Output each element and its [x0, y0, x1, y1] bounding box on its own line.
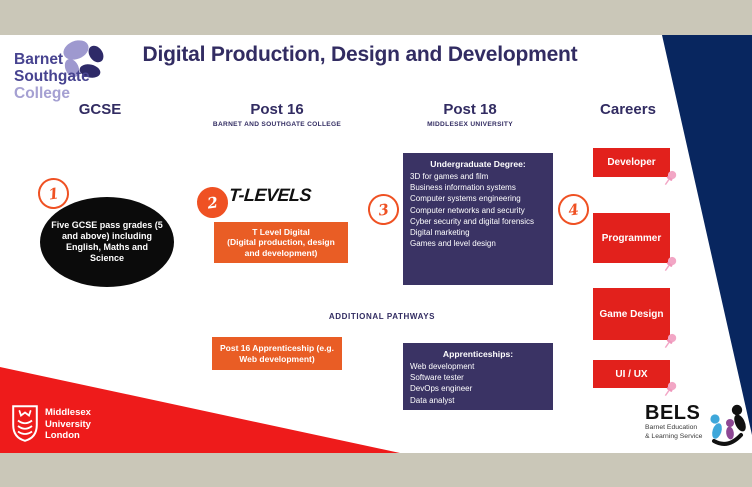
degree-item: Cyber security and digital forensics [410, 216, 535, 226]
barnet-southgate-logo: Barnet Southgate College [14, 51, 90, 102]
column-header-post18: Post 18 [443, 101, 497, 118]
t-level-box-line2: (Digital production, design and developm… [227, 237, 335, 258]
post16-apprenticeship-box: Post 16 Apprenticeship (e.g. Web develop… [212, 337, 342, 370]
gcse-requirement-text: Five GCSE pass grades (5 and above) incl… [51, 220, 163, 263]
barnet-southgate-butterfly-icon [52, 37, 110, 96]
bels-subtitle-line1: Barnet Education [645, 424, 698, 431]
logo-line-college: College [14, 85, 70, 102]
degree-item: Games and level design [410, 239, 496, 249]
column-subheader-post18: MIDDLESEX UNIVERSITY [427, 121, 513, 128]
step-3-badge: 3 [365, 191, 402, 228]
step-4-badge: 4 [555, 191, 592, 228]
step-2-badge: 2 [194, 184, 231, 221]
post16-apprenticeship-text: Post 16 Apprenticeship (e.g. Web develop… [220, 343, 334, 364]
degree-item: Computer systems engineering [410, 194, 521, 204]
t-levels-logo: T-LEVELS [228, 185, 312, 205]
apprenticeship-item: DevOps engineer [410, 384, 473, 394]
apprenticeship-item: Web development [410, 362, 475, 371]
career-label: Programmer [601, 232, 662, 244]
middlesex-logo-text: Middlesex University London [45, 405, 91, 442]
logo-line-southgate: Southgate [14, 68, 90, 85]
page-title: Digital Production, Design and Developme… [142, 43, 578, 66]
degree-item: 3D for games and film [410, 172, 489, 181]
middlesex-line1: Middlesex [45, 407, 91, 418]
additional-pathways-label: ADDITIONAL PATHWAYS [328, 312, 436, 321]
apprenticeship-item: Software tester [410, 373, 464, 383]
career-label: Developer [607, 157, 656, 168]
bels-subtitle-line2: & Learning Service [645, 432, 703, 440]
pushpin-icon [664, 256, 677, 272]
career-card-game-design: Game Design [593, 288, 677, 349]
apprenticeship-item: Data analyst [410, 395, 455, 405]
column-header-careers: Careers [600, 101, 656, 118]
apprenticeships-box: Apprenticeships: Web development Softwar… [403, 343, 553, 410]
bels-people-icon [710, 404, 746, 446]
t-level-box-line1: T Level Digital [252, 226, 310, 237]
degree-item: Digital marketing [410, 228, 470, 238]
t-level-digital-box: T Level Digital (Digital production, des… [214, 222, 348, 263]
pushpin-icon [664, 381, 677, 397]
apprenticeships-box-title: Apprenticeships: [442, 349, 514, 359]
undergraduate-degree-box: Undergraduate Degree: 3D for games and f… [403, 153, 553, 285]
pushpin-icon [664, 170, 677, 186]
bels-logo: BELS Barnet Education & Learning Service [645, 402, 746, 446]
degree-item: Computer networks and security [410, 205, 525, 215]
middlesex-shield-icon [12, 405, 38, 442]
middlesex-line2: University [45, 418, 91, 430]
middlesex-university-logo: Middlesex University London [12, 405, 91, 442]
career-card-ui-ux: UI / UX [593, 360, 677, 397]
bels-name: BELS [645, 402, 701, 424]
column-subheader-post16: BARNET AND SOUTHGATE COLLEGE [212, 121, 342, 128]
career-card-developer: Developer [593, 148, 677, 186]
pushpin-icon [664, 333, 677, 349]
gcse-requirement-oval: Five GCSE pass grades (5 and above) incl… [40, 197, 174, 287]
middlesex-line3: London [45, 430, 80, 441]
career-label: Game Design [599, 308, 664, 320]
degree-item: Business information systems [410, 183, 516, 193]
logo-line-barnet: Barnet [14, 51, 64, 68]
column-header-post16: Post 16 [250, 101, 304, 118]
slide: Barnet Southgate College Digital Product… [0, 35, 752, 453]
degree-box-title: Undergraduate Degree: [430, 159, 526, 169]
career-label: UI / UX [615, 368, 648, 380]
career-card-programmer: Programmer [593, 213, 677, 272]
column-header-gcse: GCSE [78, 101, 122, 118]
